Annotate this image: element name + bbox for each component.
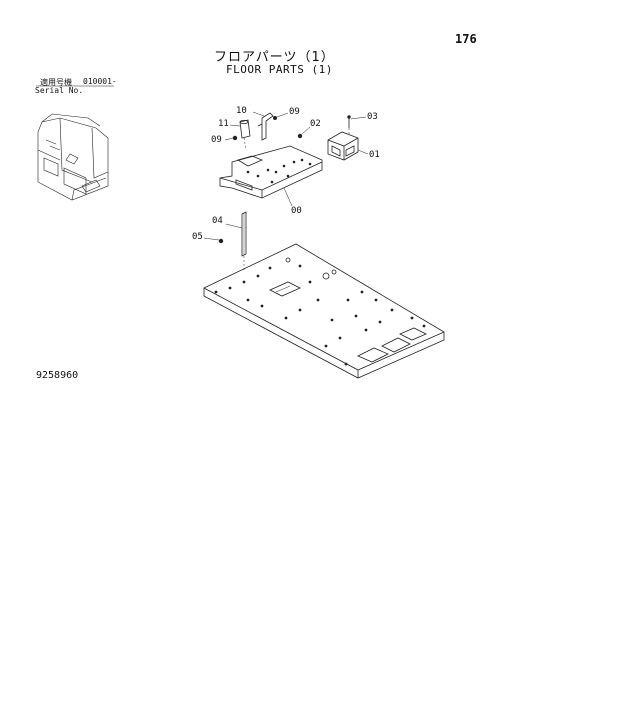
serial-range: 010001- bbox=[83, 77, 117, 86]
callout-00: 00 bbox=[291, 206, 302, 216]
title-japanese: フロアパーツ（1） bbox=[214, 50, 335, 65]
callout-01: 01 bbox=[369, 150, 380, 160]
callout-11: 11 bbox=[218, 119, 229, 129]
part-03-bolt bbox=[347, 115, 367, 134]
part-11-spacer bbox=[229, 119, 251, 151]
callout-09-left: 09 bbox=[211, 135, 222, 145]
callout-03: 03 bbox=[367, 112, 378, 122]
serial-label-english: Serial No. bbox=[35, 86, 84, 95]
callout-10: 10 bbox=[236, 106, 247, 116]
callout-04: 04 bbox=[212, 216, 223, 226]
page-number: 176 bbox=[455, 32, 477, 46]
part-04-strip bbox=[225, 211, 247, 270]
part-02-bolt bbox=[297, 126, 311, 139]
part-01-bracket bbox=[327, 131, 369, 161]
callout-02: 02 bbox=[310, 119, 321, 129]
callout-09-right: 09 bbox=[289, 107, 300, 117]
part-00-plate bbox=[219, 145, 323, 207]
serial-label-japanese: 適用号機 bbox=[40, 78, 72, 87]
document-number: 9258960 bbox=[36, 370, 79, 381]
floor-plate bbox=[203, 243, 445, 379]
title-english: FLOOR PARTS (1) bbox=[226, 63, 333, 76]
part-10-bracket bbox=[252, 111, 274, 141]
part-09-bolts bbox=[224, 112, 289, 141]
part-05-screw bbox=[203, 237, 224, 244]
callout-05: 05 bbox=[192, 232, 203, 242]
machine-thumbnail bbox=[37, 113, 109, 201]
